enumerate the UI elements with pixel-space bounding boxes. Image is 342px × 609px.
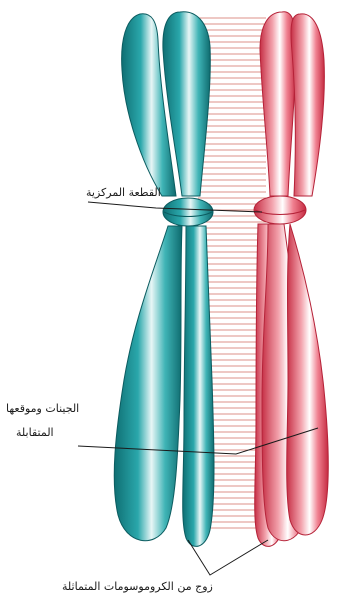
left-centromere [163,198,213,226]
centromere-label: القطعة المركزية [86,186,161,200]
chromosome-pair-label: زوج من الكروموسومات المتماثلة [62,580,213,594]
genes-label-line-2: المتقابلة [16,426,54,440]
left-chromatid-lower-inner [183,226,214,546]
right-chromosome [254,12,328,547]
left-chromosome [114,12,214,547]
right-chromatid-upper-inner [260,12,296,196]
right-centromere [254,196,306,224]
genes-label-line-1: الجينات وموقعها [6,402,79,416]
right-chromatid-lower-far [287,224,329,535]
right-chromatid-upper-outer [291,14,324,196]
left-chromatid-lower-outer [114,226,182,541]
